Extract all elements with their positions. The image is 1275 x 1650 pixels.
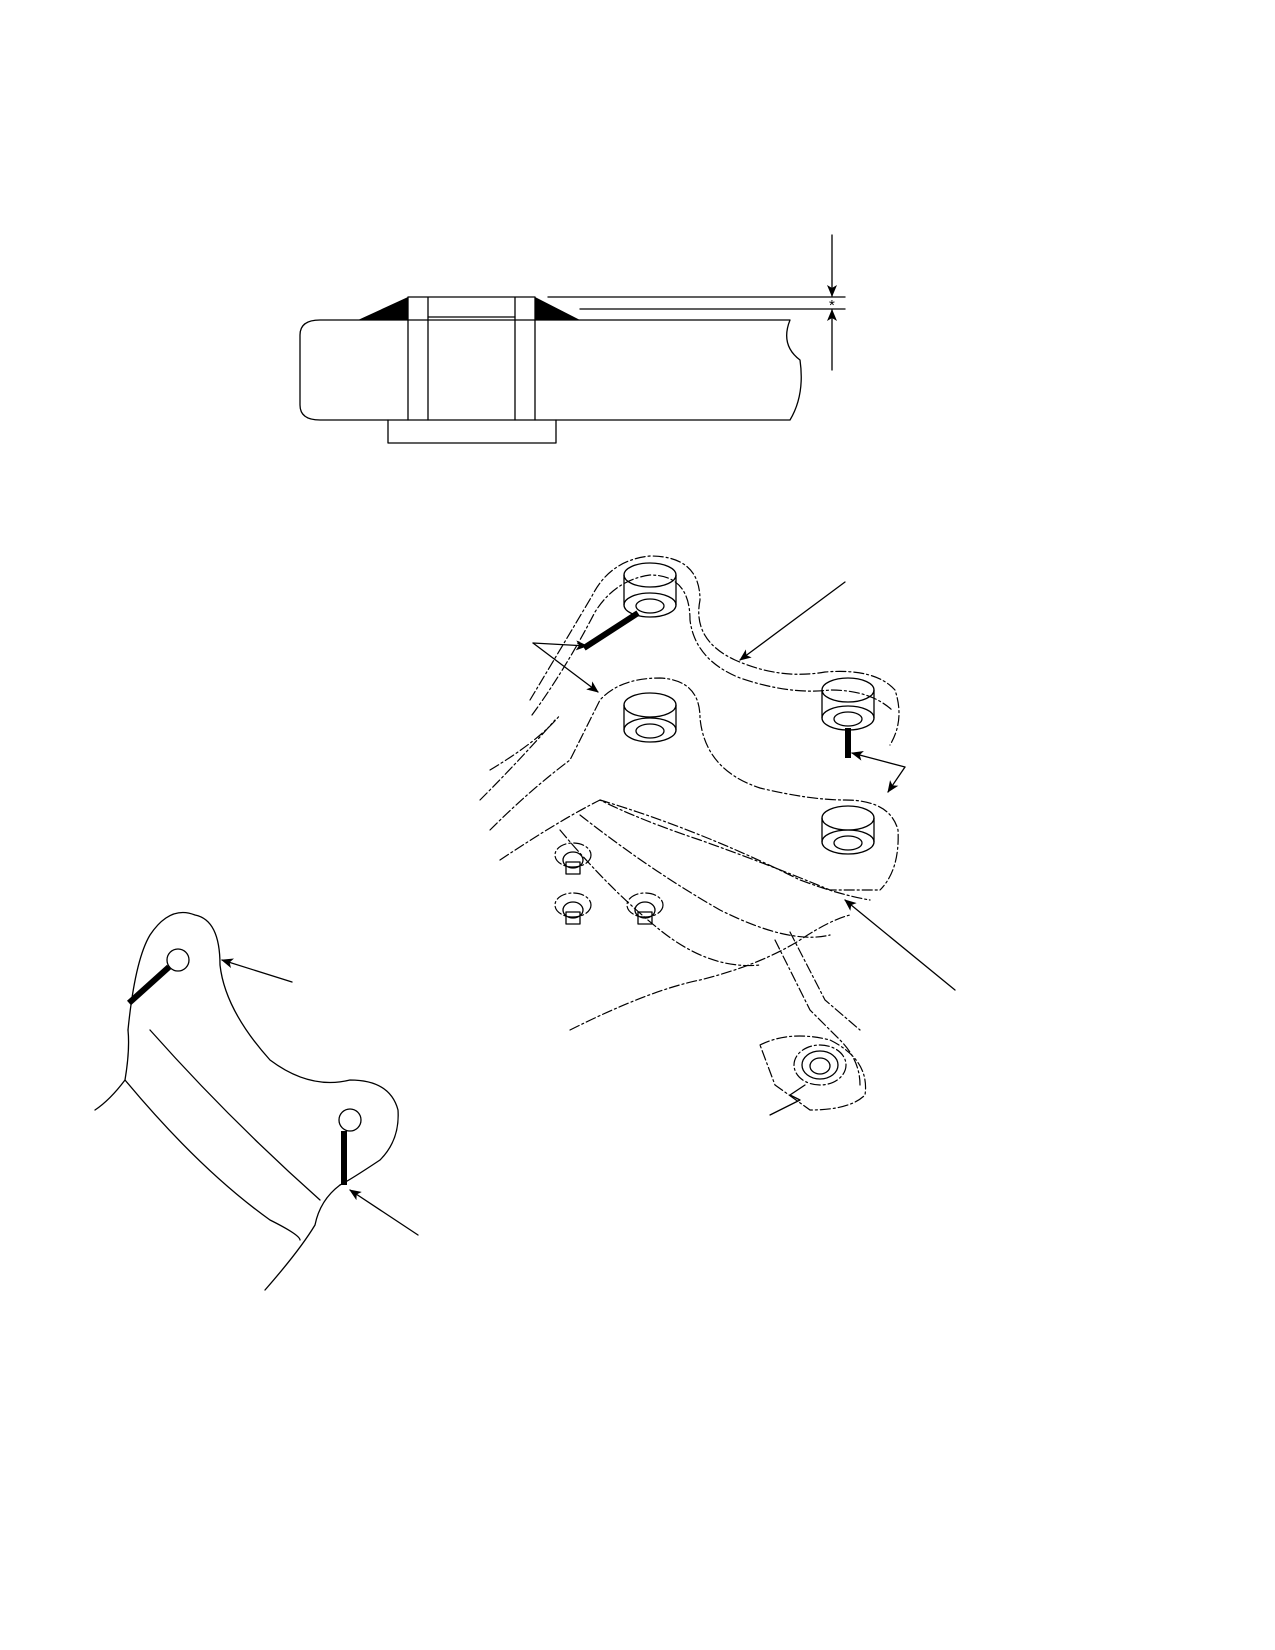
leader-arrow-weld-left-b [532,642,599,693]
lug-plate-outline [127,911,399,1186]
plate-outline [299,319,802,421]
lug-plate-side-view [94,911,419,1291]
lower-bushing-mid [801,1050,839,1080]
leader-arrow-weld-right-a [851,750,906,768]
upper-lug-plate [529,555,900,746]
rib-line-1 [599,799,871,901]
bolt-3 [626,892,664,925]
leader-arrow-upper-plate [739,581,846,661]
lug-hole-upper [166,948,190,972]
lower-bushing-outer [793,1044,847,1086]
lug-plate-inner-line [149,1029,321,1201]
lug-hole-lower [338,1108,362,1132]
weld-bead-upper-left [582,610,640,651]
bolt-1 [554,842,592,875]
lower-arm [774,931,861,1086]
base-frame-edge [569,914,851,1031]
bushing-section-view: * [299,234,846,444]
leader-arrow-side-lower [349,1189,419,1236]
bolt-2 [554,892,592,925]
bushing-lower-left [623,692,677,743]
upper-lug-plate-lower-edge [531,574,893,716]
rib-line-2 [579,814,831,938]
leader-arrow-weld-left-a [532,640,588,651]
lug-plate-lower-curve [124,1079,301,1241]
rib-line-3 [559,829,761,967]
side-plate-left-edge [489,714,561,771]
weld-left [358,297,408,320]
weld-bead-side-upper [126,964,172,1006]
leader-arrow-side-upper [221,958,293,983]
leader-arrow-weld-right-b [887,766,906,793]
lower-bushing-inner [809,1057,831,1075]
bushing-flange [387,419,557,444]
leader-arrow-lower-plate [844,899,956,991]
lug-plate-foot [264,1184,341,1291]
bushing-lower-right [821,805,875,855]
lug-plate-front-edge [94,1029,130,1111]
bushing-upper-left [623,562,677,618]
side-plate-far-left [479,719,556,801]
lower-break-line [769,1084,806,1116]
dimension-mark: * [829,297,835,314]
bushing-tube [407,296,536,421]
bushing-upper-right [821,677,875,731]
lower-boss [759,1035,867,1111]
weld-right [535,297,580,320]
bracket-assembly-isometric [479,555,956,1116]
lower-lug-plate [489,677,899,891]
